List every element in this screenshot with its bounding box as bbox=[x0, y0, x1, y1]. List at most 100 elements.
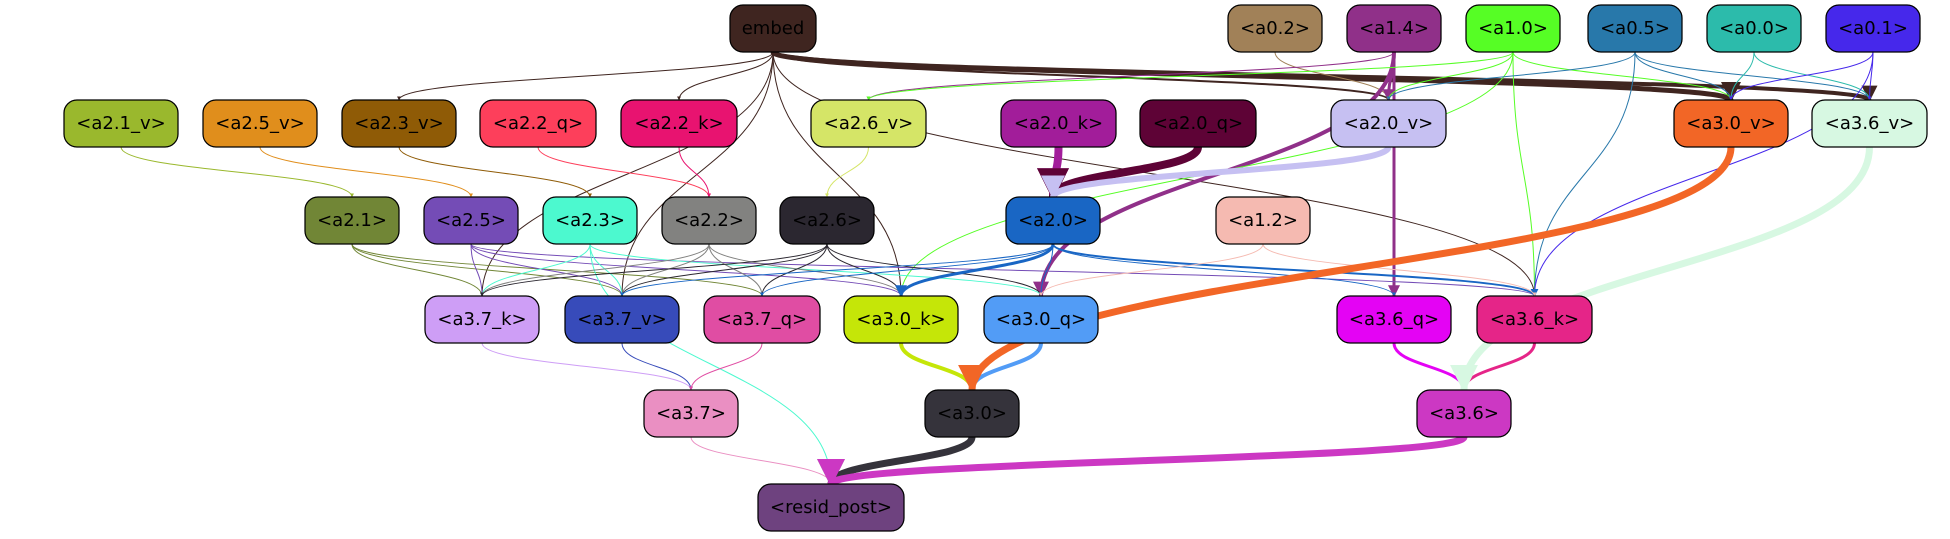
edge-a2_2-to-a3_0_k bbox=[708, 243, 903, 297]
node-a3-7-q[interactable]: <a3.7_q> bbox=[703, 295, 821, 344]
node-label: <a3.7_v> bbox=[577, 309, 666, 330]
node-a2-0[interactable]: <a2.0> bbox=[1005, 196, 1101, 245]
node-box bbox=[810, 99, 927, 148]
edge-embed-to-a3_7_v bbox=[620, 51, 774, 297]
node-label: <a3.6_v> bbox=[1825, 113, 1914, 134]
node-a2-5[interactable]: <a2.5> bbox=[423, 196, 519, 245]
edge-a1_0-to-a3_0_v bbox=[1512, 51, 1733, 101]
node-label: <a2.0> bbox=[1018, 210, 1088, 231]
edge-a2_5-to-a3_0_k bbox=[470, 243, 903, 297]
node-label: <a2.3> bbox=[555, 210, 625, 231]
node-box bbox=[1336, 295, 1452, 344]
node-box bbox=[661, 196, 757, 245]
node-a3-0-q[interactable]: <a3.0_q> bbox=[983, 295, 1099, 344]
node-box bbox=[1000, 99, 1117, 148]
edge-a1_0-to-a2_0_v bbox=[1386, 51, 1514, 101]
edge-a2_6_v-to-a2_6 bbox=[825, 146, 869, 198]
edge-embed-to-a2_0_v bbox=[772, 51, 1393, 101]
node-a2-6-v[interactable]: <a2.6_v> bbox=[810, 99, 927, 148]
edge-a2_0_v-to-a2_0 bbox=[1041, 145, 1392, 200]
edge-a0_5-to-a2_0_v bbox=[1386, 51, 1636, 101]
node-label: <a3.7> bbox=[656, 403, 726, 424]
node-label: <a2.2_k> bbox=[634, 113, 723, 134]
edge-a0_1-to-a3_0_v bbox=[1729, 51, 1874, 101]
node-a1-2[interactable]: <a1.2> bbox=[1215, 196, 1311, 245]
node-label: <a2.0_q> bbox=[1153, 113, 1243, 134]
node-a3-0[interactable]: <a3.0> bbox=[924, 389, 1020, 438]
node-a2-0-v[interactable]: <a2.0_v> bbox=[1330, 99, 1447, 148]
node-a1-4[interactable]: <a1.4> bbox=[1346, 4, 1442, 53]
node-a2-6[interactable]: <a2.6> bbox=[779, 196, 875, 245]
node-label: <a1.0> bbox=[1478, 18, 1548, 39]
node-embed[interactable]: embed bbox=[729, 4, 817, 53]
node-label: <a1.4> bbox=[1359, 18, 1429, 39]
edge-a3_6_v-to-a3_6 bbox=[1450, 146, 1873, 393]
node-a1-0[interactable]: <a1.0> bbox=[1465, 4, 1561, 53]
node-a2-3[interactable]: <a2.3> bbox=[542, 196, 638, 245]
edge-a2_5-to-a3_6_k bbox=[470, 243, 1537, 297]
node-a2-0-q[interactable]: <a2.0_q> bbox=[1139, 99, 1257, 148]
node-box bbox=[202, 99, 318, 148]
edge-a1_4-to-a2_6_v bbox=[866, 51, 1395, 101]
node-box bbox=[757, 483, 905, 532]
node-label: <a2.5_v> bbox=[215, 113, 304, 134]
node-box bbox=[424, 295, 540, 344]
edge-a1_0-to-a2_6_v bbox=[866, 51, 1514, 101]
node-a3-7-k[interactable]: <a3.7_k> bbox=[424, 295, 540, 344]
node-a3-6-v[interactable]: <a3.6_v> bbox=[1811, 99, 1928, 148]
edge-a2_0-to-a3_6_k bbox=[1052, 243, 1539, 297]
node-a3-6[interactable]: <a3.6> bbox=[1416, 389, 1512, 438]
node-box bbox=[479, 99, 597, 148]
node-a2-2[interactable]: <a2.2> bbox=[661, 196, 757, 245]
edge-a2_6-to-a3_7_k bbox=[480, 243, 828, 297]
node-a3-0-k[interactable]: <a3.0_k> bbox=[843, 295, 959, 344]
node-box bbox=[63, 99, 179, 148]
node-a0-2[interactable]: <a0.2> bbox=[1227, 4, 1323, 53]
node-a0-5[interactable]: <a0.5> bbox=[1587, 4, 1683, 53]
node-box bbox=[341, 99, 457, 148]
node-a3-6-q[interactable]: <a3.6_q> bbox=[1336, 295, 1452, 344]
node-a2-2-k[interactable]: <a2.2_k> bbox=[620, 99, 738, 148]
node-label: <a2.5> bbox=[436, 210, 506, 231]
edge-a2_3-to-a3_0_q bbox=[589, 243, 1043, 297]
node-a2-1-v[interactable]: <a2.1_v> bbox=[63, 99, 179, 148]
node-a2-1[interactable]: <a2.1> bbox=[304, 196, 400, 245]
node-resid-post[interactable]: <resid_post> bbox=[757, 483, 905, 532]
edge-a2_3-to-a3_7_k bbox=[480, 243, 591, 297]
node-a2-5-v[interactable]: <a2.5_v> bbox=[202, 99, 318, 148]
node-a2-2-q[interactable]: <a2.2_q> bbox=[479, 99, 597, 148]
edge-a2_0-to-a3_0_k bbox=[895, 243, 1055, 298]
edge-a2_0-to-a3_7_v bbox=[620, 243, 1054, 297]
node-a2-3-v[interactable]: <a2.3_v> bbox=[341, 99, 457, 148]
edge-a3_7_q-to-a3_7 bbox=[689, 342, 763, 391]
node-a3-7-v[interactable]: <a3.7_v> bbox=[564, 295, 680, 344]
node-a3-7[interactable]: <a3.7> bbox=[643, 389, 739, 438]
node-a3-0-v[interactable]: <a3.0_v> bbox=[1673, 99, 1789, 148]
edge-embed-to-a3_0_k bbox=[772, 51, 903, 297]
node-box bbox=[779, 196, 875, 245]
edge-a2_1-to-a3_7_v bbox=[351, 243, 624, 297]
node-label: <a0.2> bbox=[1240, 18, 1310, 39]
edge-a3_6-to-resid_post bbox=[817, 433, 1468, 488]
edge-embed-to-a3_6_v bbox=[771, 50, 1877, 102]
edge-a2_0-to-a3_6_q bbox=[1052, 243, 1396, 297]
node-box bbox=[703, 295, 821, 344]
node-a3-6-k[interactable]: <a3.6_k> bbox=[1476, 295, 1593, 344]
node-a2-0-k[interactable]: <a2.0_k> bbox=[1000, 99, 1117, 148]
node-box bbox=[1346, 4, 1442, 53]
node-box bbox=[1706, 4, 1802, 53]
edge-a0_5-to-a3_0_v bbox=[1634, 51, 1733, 101]
edge-a1_2-to-a3_0_q bbox=[1039, 243, 1264, 297]
edge-a2_2-to-a3_7_k bbox=[480, 243, 710, 297]
edge-a2_6-to-a3_7_q bbox=[760, 243, 828, 297]
node-box bbox=[1416, 389, 1512, 438]
edge-a1_2-to-a3_6_k bbox=[1262, 243, 1537, 297]
node-a0-1[interactable]: <a0.1> bbox=[1825, 4, 1921, 53]
node-a0-0[interactable]: <a0.0> bbox=[1706, 4, 1802, 53]
edge-a2_1_v-to-a2_1 bbox=[120, 146, 354, 198]
node-box bbox=[1330, 99, 1447, 148]
node-label: <a2.1_v> bbox=[76, 113, 165, 134]
node-box bbox=[729, 4, 817, 53]
node-label: <a3.0_k> bbox=[856, 309, 945, 330]
